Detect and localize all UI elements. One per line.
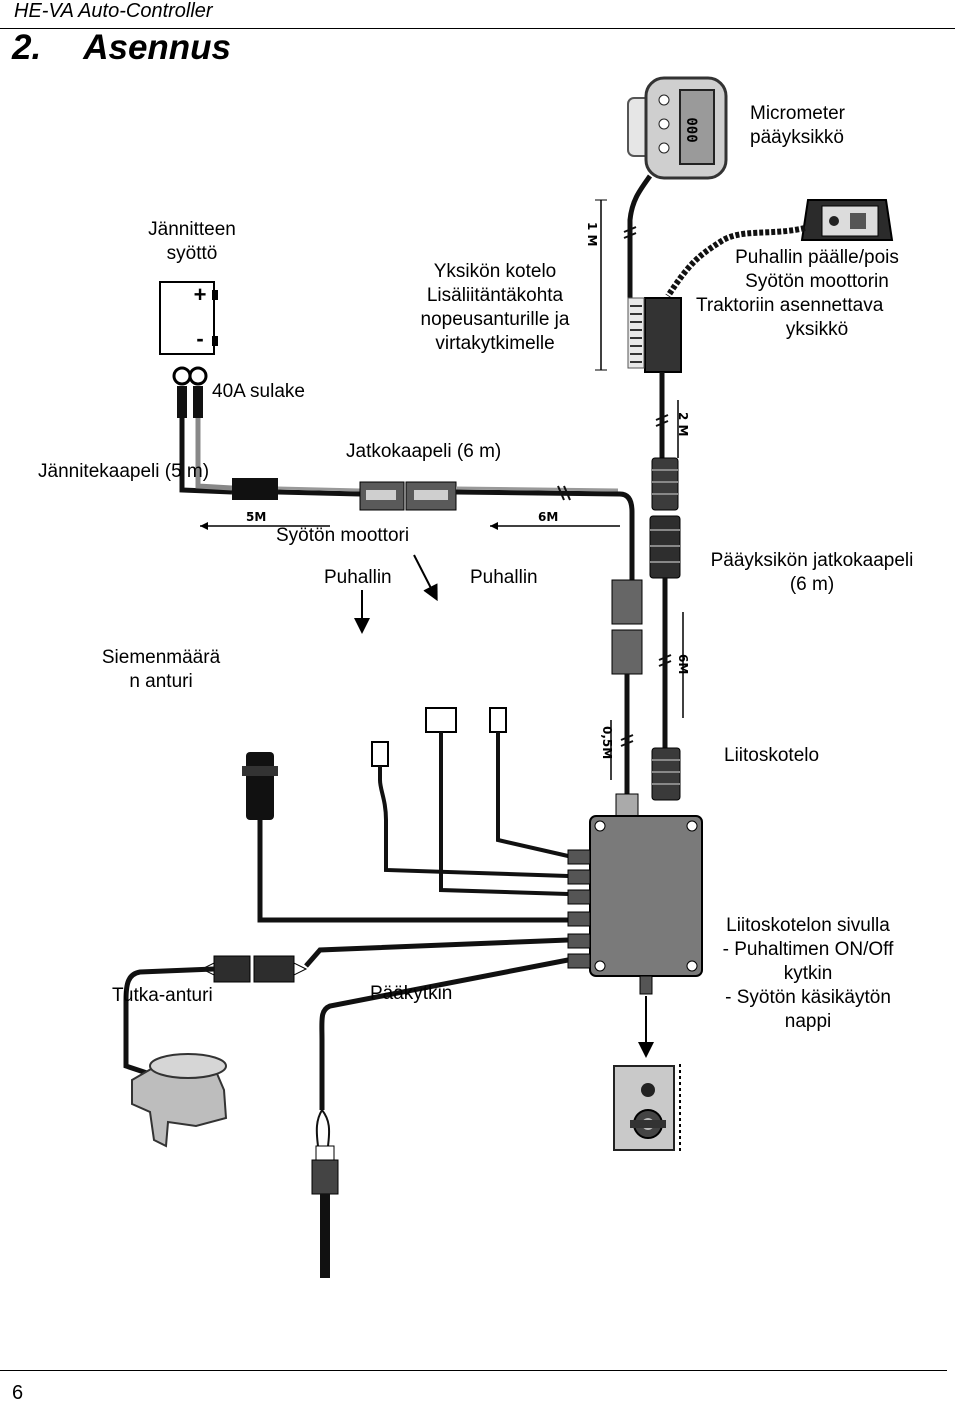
junction-box-side-label: Liitoskotelon sivulla - Puhaltimen ON/Of… bbox=[700, 914, 916, 1034]
main-unit-extension-label-line2: (6 m) bbox=[789, 574, 835, 595]
power-supply-label: Jännitteen syöttö bbox=[136, 218, 248, 266]
seed-rate-sensor-label-line2: n anturi bbox=[129, 671, 193, 692]
section-title: Asennus bbox=[83, 28, 232, 67]
junction-box bbox=[567, 815, 703, 995]
radar-connector-pair bbox=[200, 955, 308, 983]
voltage-cable-label: Jännitekaapeli (5 m) bbox=[38, 461, 210, 482]
junction-box-side-line3: kytkin bbox=[783, 963, 833, 984]
anderson-plug-pair bbox=[359, 481, 457, 511]
seed-rate-sensor bbox=[242, 752, 278, 820]
feed-motor-label: Syötön moottori bbox=[276, 525, 410, 546]
section-heading: 2. Asennus bbox=[12, 28, 231, 68]
section-number: 2. bbox=[12, 28, 42, 67]
unit-housing-box bbox=[627, 297, 682, 373]
power-connector-a bbox=[611, 579, 643, 625]
junction-box-side-panel bbox=[613, 1064, 681, 1152]
dimension-6m-main: 6M bbox=[676, 654, 690, 675]
tractor-unit-label-line4: yksikkö bbox=[785, 319, 849, 340]
main-unit-extension-label-line1: Pääyksikön jatkokaapeli bbox=[710, 550, 914, 571]
fan-connector-right bbox=[489, 707, 507, 733]
fuse-label: 40A sulake bbox=[212, 381, 305, 402]
micrometer-label-line1: Micrometer bbox=[750, 103, 846, 124]
dimension-1m: 1 M bbox=[585, 222, 599, 247]
dimension-5m: 5M bbox=[246, 510, 267, 524]
battery bbox=[159, 281, 218, 355]
dimension-05m: 0,5M bbox=[600, 726, 614, 760]
battery-minus-sign: - bbox=[196, 326, 203, 351]
seed-rate-sensor-label: Siemenmäärä n anturi bbox=[90, 646, 232, 694]
micrometer-label: Micrometer pääyksikkö bbox=[750, 102, 845, 150]
radar-sensor-label: Tutka-anturi bbox=[112, 985, 213, 1006]
dimension-2m: 2 M bbox=[676, 412, 690, 437]
tractor-unit-switch-box bbox=[800, 199, 894, 241]
header-rule bbox=[0, 28, 955, 29]
power-supply-label-line2: syöttö bbox=[166, 243, 218, 264]
seed-rate-sensor-label-line1: Siemenmäärä bbox=[101, 647, 221, 668]
micrometer-main-unit: 000 bbox=[627, 76, 728, 180]
footer-rule bbox=[0, 1370, 947, 1371]
tractor-unit-label: Puhallin päälle/pois Syötön moottorin Tr… bbox=[692, 246, 942, 342]
micrometer-label-line2: pääyksikkö bbox=[750, 127, 844, 148]
tractor-unit-label-line1: Puhallin päälle/pois bbox=[735, 247, 899, 268]
fuse-holder bbox=[232, 478, 278, 500]
junction-box-side-line4: - Syötön käsikäytön bbox=[725, 987, 891, 1008]
unit-housing-label-line4: virtakytkimelle bbox=[435, 333, 555, 354]
power-supply-label-line1: Jännitteen bbox=[148, 219, 236, 240]
extension-cable-label: Jatkokaapeli (6 m) bbox=[346, 441, 502, 462]
main-switch-plug bbox=[311, 1145, 339, 1278]
unit-housing-label-line2: Lisäliitäntäkohta bbox=[426, 285, 564, 306]
tractor-unit-label-line3: Traktoriin asennettava bbox=[696, 295, 884, 316]
fan-label-right: Puhallin bbox=[470, 567, 538, 588]
page-number: 6 bbox=[12, 1382, 24, 1404]
micrometer-display-digits: 000 bbox=[683, 117, 699, 142]
fan-label-left: Puhallin bbox=[324, 567, 392, 588]
power-connector-b bbox=[611, 629, 643, 675]
unit-housing-label-line3: nopeusanturille ja bbox=[420, 309, 570, 330]
main-switch-label: Pääkytkin bbox=[370, 983, 453, 1004]
radar-sensor bbox=[131, 1053, 228, 1148]
unit-housing-label-line1: Yksikön kotelo bbox=[433, 261, 557, 282]
junction-box-side-line2: - Puhaltimen ON/Off bbox=[722, 939, 894, 960]
main-cable-connector-bottom bbox=[649, 515, 681, 579]
junction-box-label: Liitoskotelo bbox=[724, 745, 820, 766]
junction-box-input-connector bbox=[651, 747, 681, 801]
main-unit-extension-label: Pääyksikön jatkokaapeli (6 m) bbox=[692, 549, 932, 597]
battery-plus-sign: + bbox=[194, 282, 207, 307]
junction-box-side-line1: Liitoskotelon sivulla bbox=[726, 915, 890, 936]
unit-housing-label: Yksikön kotelo Lisäliitäntäkohta nopeusa… bbox=[400, 260, 590, 356]
running-header: HE-VA Auto-Controller bbox=[14, 0, 213, 22]
feed-motor-connector bbox=[425, 707, 457, 733]
junction-box-side-line5: nappi bbox=[784, 1011, 832, 1032]
tractor-unit-label-line2: Syötön moottorin bbox=[745, 271, 889, 292]
dimension-6m-extension: 6M bbox=[538, 510, 559, 524]
main-cable-connector-top bbox=[651, 457, 679, 511]
fan-connector-small bbox=[371, 741, 389, 767]
